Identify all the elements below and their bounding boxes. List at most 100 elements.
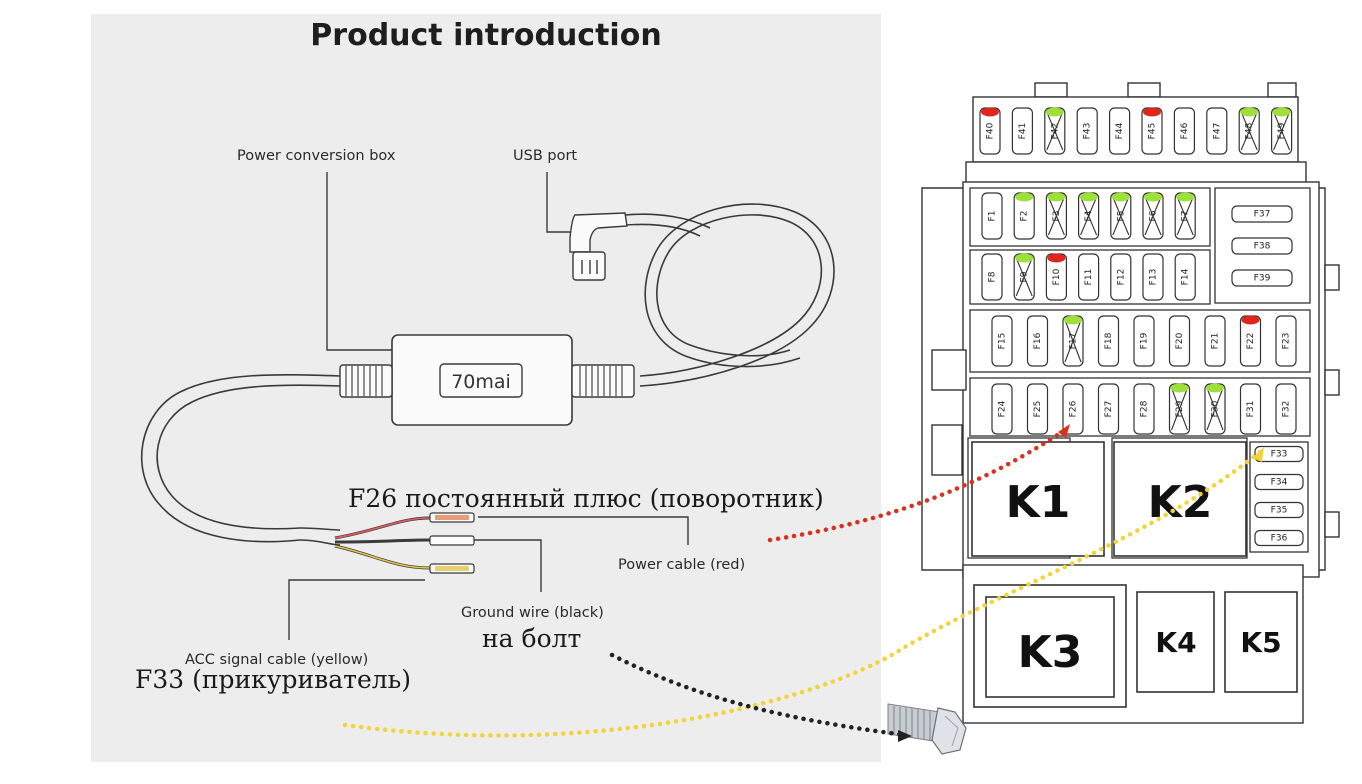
fuse-f5: F5 — [1110, 192, 1132, 240]
fuse-f4: F4 — [1077, 192, 1100, 240]
svg-text:F12: F12 — [1116, 269, 1126, 286]
fuse-f37: F37 — [1231, 205, 1293, 223]
label-acc-cable: ACC signal cable (yellow) — [185, 652, 369, 668]
svg-text:F45: F45 — [1148, 123, 1158, 140]
fuse-f2: F2 — [1013, 192, 1035, 240]
svg-text:F46: F46 — [1180, 122, 1190, 139]
fuse-f30: F30 — [1204, 383, 1226, 435]
fuse-f7: F7 — [1174, 192, 1196, 240]
svg-text:F13: F13 — [1149, 269, 1159, 286]
leader-acc — [288, 579, 425, 640]
fuse-f36: F36 — [1254, 529, 1304, 547]
fuse-f41: F41 — [1011, 107, 1034, 155]
relay-k1: K1 — [1006, 477, 1071, 528]
svg-text:F35: F35 — [1271, 506, 1288, 516]
svg-text:F18: F18 — [1104, 332, 1114, 349]
svg-text:F15: F15 — [998, 333, 1008, 350]
svg-text:F5: F5 — [1116, 211, 1126, 222]
svg-text:F8: F8 — [988, 271, 998, 282]
leader-usb — [546, 172, 575, 233]
svg-text:F22: F22 — [1246, 333, 1256, 350]
fuse-f10: F10 — [1045, 253, 1068, 301]
fuse-f16: F16 — [1026, 315, 1049, 367]
relay-k4: K4 — [1155, 626, 1196, 659]
relay-boxes — [971, 441, 1298, 708]
relay-k5: K5 — [1240, 626, 1281, 659]
fuse-f38: F38 — [1231, 237, 1293, 255]
svg-text:F44: F44 — [1115, 122, 1125, 139]
fuse-f28: F28 — [1133, 383, 1155, 435]
svg-text:F9: F9 — [1020, 271, 1030, 282]
svg-text:F31: F31 — [1246, 401, 1256, 418]
fuse-f32: F32 — [1275, 383, 1297, 435]
label-power-cable: Power cable (red) — [618, 557, 746, 573]
label-ground-wire: Ground wire (black) — [461, 605, 604, 621]
fuse-f39: F39 — [1231, 269, 1293, 287]
svg-text:F48: F48 — [1245, 122, 1255, 139]
fuse-f6: F6 — [1142, 192, 1164, 240]
annotation-bolt: на болт — [482, 624, 582, 653]
fuse-f45: F45 — [1141, 107, 1163, 155]
fuse-f19: F19 — [1133, 315, 1155, 367]
bolt-image — [887, 703, 967, 755]
label-usb-port: USB port — [513, 148, 578, 164]
leader-power-box — [326, 172, 392, 351]
fuse-f48: F48 — [1238, 107, 1260, 155]
svg-text:F26: F26 — [1069, 400, 1079, 417]
svg-text:F37: F37 — [1254, 210, 1271, 220]
svg-text:F29: F29 — [1175, 400, 1185, 417]
fuse-f27: F27 — [1097, 383, 1120, 435]
svg-text:F23: F23 — [1282, 333, 1292, 350]
fuse-f8: F8 — [981, 253, 1003, 301]
svg-text:F28: F28 — [1140, 400, 1150, 417]
page-title: Product introduction — [310, 18, 662, 53]
svg-text:F14: F14 — [1181, 268, 1191, 285]
annotation-f26: F26 постоянный плюс (поворотник) — [348, 484, 824, 513]
brand-logo: 70mai — [451, 371, 511, 393]
svg-text:F42: F42 — [1050, 123, 1060, 140]
annotation-f33: F33 (прикуриватель) — [135, 665, 412, 694]
svg-text:F6: F6 — [1149, 210, 1159, 221]
fuse-f13: F13 — [1142, 253, 1164, 301]
svg-text:F21: F21 — [1211, 333, 1221, 350]
strain-relief-ribs — [345, 366, 623, 396]
arrowhead-black — [898, 730, 912, 742]
fuse-f17: F17 — [1062, 315, 1084, 367]
fuse-f40: F40 — [979, 107, 1001, 155]
fuse-f43: F43 — [1076, 107, 1098, 155]
fuse-f1: F1 — [981, 192, 1003, 240]
svg-text:F3: F3 — [1052, 211, 1062, 222]
svg-text:F17: F17 — [1069, 333, 1079, 350]
fuse-f24: F24 — [991, 383, 1013, 435]
fuse-f34: F34 — [1254, 473, 1304, 491]
svg-text:F10: F10 — [1052, 268, 1062, 285]
svg-text:F1: F1 — [988, 211, 998, 222]
wire-terminals — [429, 512, 475, 574]
fuse-f44: F44 — [1108, 107, 1131, 155]
fuse-f15: F15 — [991, 315, 1013, 367]
fuse-f22: F22 — [1239, 315, 1262, 367]
fuse-f11: F11 — [1077, 253, 1100, 301]
fuse-f49: F49 — [1270, 107, 1293, 155]
arrow-f33 — [342, 449, 1263, 738]
svg-text:F2: F2 — [1020, 211, 1030, 222]
fuse-f29: F29 — [1168, 383, 1191, 435]
svg-text:F30: F30 — [1211, 400, 1221, 417]
svg-text:F39: F39 — [1254, 274, 1271, 284]
fuse-f25: F25 — [1026, 383, 1049, 435]
svg-text:F27: F27 — [1104, 401, 1114, 418]
fuse-f20: F20 — [1168, 315, 1191, 367]
fuse-f9: F9 — [1013, 253, 1035, 301]
svg-text:F24: F24 — [998, 400, 1008, 417]
svg-text:F43: F43 — [1083, 123, 1093, 140]
fuse-f26: F26 — [1062, 383, 1084, 435]
red-terminal-tip — [435, 515, 469, 520]
svg-text:F34: F34 — [1271, 478, 1288, 488]
arrow-bolt — [609, 652, 908, 738]
svg-text:F40: F40 — [986, 122, 996, 139]
svg-text:F33: F33 — [1271, 450, 1288, 460]
fuse-f14: F14 — [1174, 253, 1196, 301]
relay-k3: K3 — [1018, 627, 1083, 678]
